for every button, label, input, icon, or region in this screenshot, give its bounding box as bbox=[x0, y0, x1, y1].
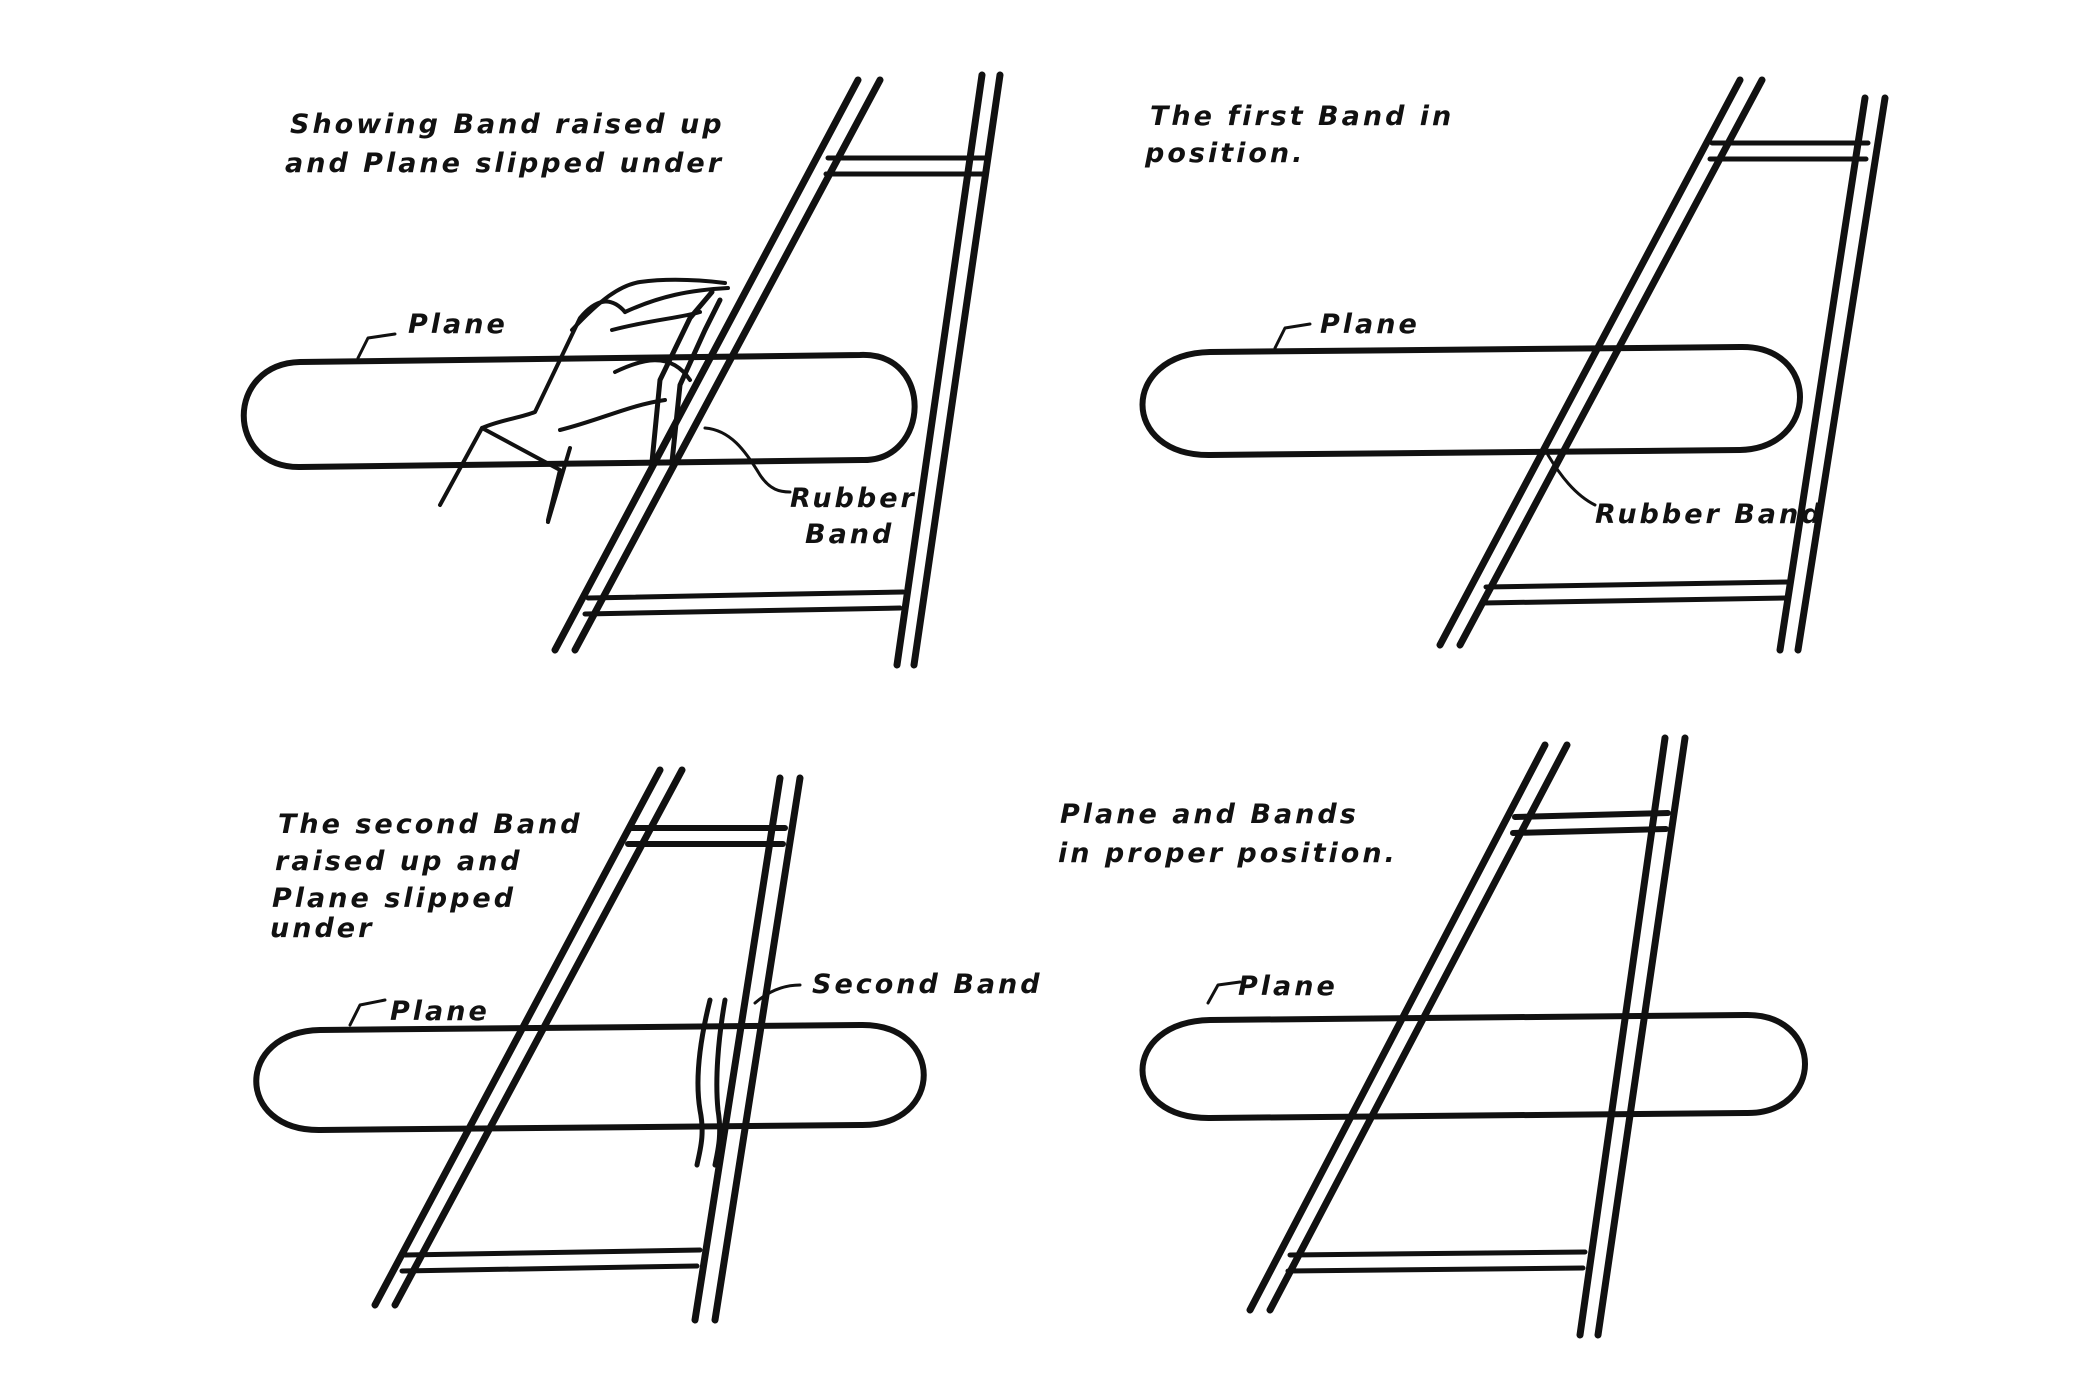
fuselage-frame bbox=[551, 71, 1004, 669]
bottom-crosspiece bbox=[1480, 579, 1791, 606]
top-crosspiece bbox=[1510, 810, 1671, 836]
plane-leader bbox=[1206, 980, 1242, 1005]
plane-wing bbox=[1139, 1011, 1808, 1122]
caption-line-1: The second Band bbox=[278, 809, 583, 840]
caption-line-4: under bbox=[270, 913, 374, 944]
caption-line-2: position. bbox=[1144, 138, 1305, 169]
panel-bands-in-proper-position: Plane and Bands in proper position. Plan… bbox=[1058, 734, 1808, 1339]
left-rail bbox=[371, 766, 686, 1309]
fuselage-frame bbox=[371, 766, 804, 1324]
panel-second-band-raised: The second Band raised up and Plane slip… bbox=[253, 766, 1043, 1324]
right-rail bbox=[1576, 734, 1689, 1339]
plane-wing bbox=[240, 351, 918, 471]
caption-line-2: raised up and bbox=[275, 846, 523, 877]
band-label-line-1: Rubber bbox=[790, 483, 917, 514]
right-rail bbox=[1776, 94, 1889, 654]
band-label: Second Band bbox=[812, 969, 1043, 1000]
rubber-band-raised bbox=[649, 289, 723, 465]
left-rail bbox=[1436, 76, 1766, 649]
plane-label: Plane bbox=[1238, 971, 1338, 1002]
caption-line-1: The first Band in bbox=[1150, 101, 1454, 132]
fuselage-frame bbox=[1436, 76, 1889, 654]
panel-first-band-in-position: The first Band in position. Plane Rubber… bbox=[1139, 76, 1889, 654]
top-crosspiece bbox=[823, 155, 988, 177]
bottom-crosspiece bbox=[582, 589, 906, 617]
plane-label: Plane bbox=[1320, 309, 1420, 340]
hand-illustration bbox=[438, 277, 730, 524]
caption-line-3: Plane slipped bbox=[272, 883, 516, 914]
top-crosspiece bbox=[625, 825, 788, 847]
caption-line-1: Plane and Bands bbox=[1060, 799, 1359, 830]
plane-label: Plane bbox=[390, 996, 490, 1027]
band-leader bbox=[703, 426, 792, 494]
bottom-crosspiece bbox=[399, 1247, 703, 1274]
panel-band-raised: Showing Band raised up and Plane slipped… bbox=[240, 71, 1004, 669]
band-label: Rubber Band bbox=[1595, 499, 1824, 530]
plane-wing bbox=[1139, 343, 1803, 459]
plane-leader bbox=[1273, 322, 1312, 350]
right-rail bbox=[893, 71, 1004, 669]
fuselage-frame bbox=[1246, 734, 1689, 1339]
second-band-raised bbox=[694, 997, 728, 1168]
band-leader bbox=[753, 983, 802, 1005]
top-crosspiece bbox=[1707, 140, 1871, 162]
caption-line-2: in proper position. bbox=[1058, 838, 1398, 869]
plane-wing bbox=[253, 1021, 927, 1134]
plane-label: Plane bbox=[408, 309, 508, 340]
caption-line-1: Showing Band raised up bbox=[290, 109, 725, 140]
plane-leader bbox=[348, 998, 387, 1027]
left-rail bbox=[1246, 741, 1571, 1314]
bottom-crosspiece bbox=[1285, 1249, 1588, 1274]
plane-leader bbox=[356, 332, 397, 360]
band-label-line-2: Band bbox=[805, 519, 894, 550]
band-leader bbox=[1546, 453, 1597, 507]
caption-line-2: and Plane slipped under bbox=[285, 148, 724, 179]
right-rail bbox=[691, 774, 804, 1324]
